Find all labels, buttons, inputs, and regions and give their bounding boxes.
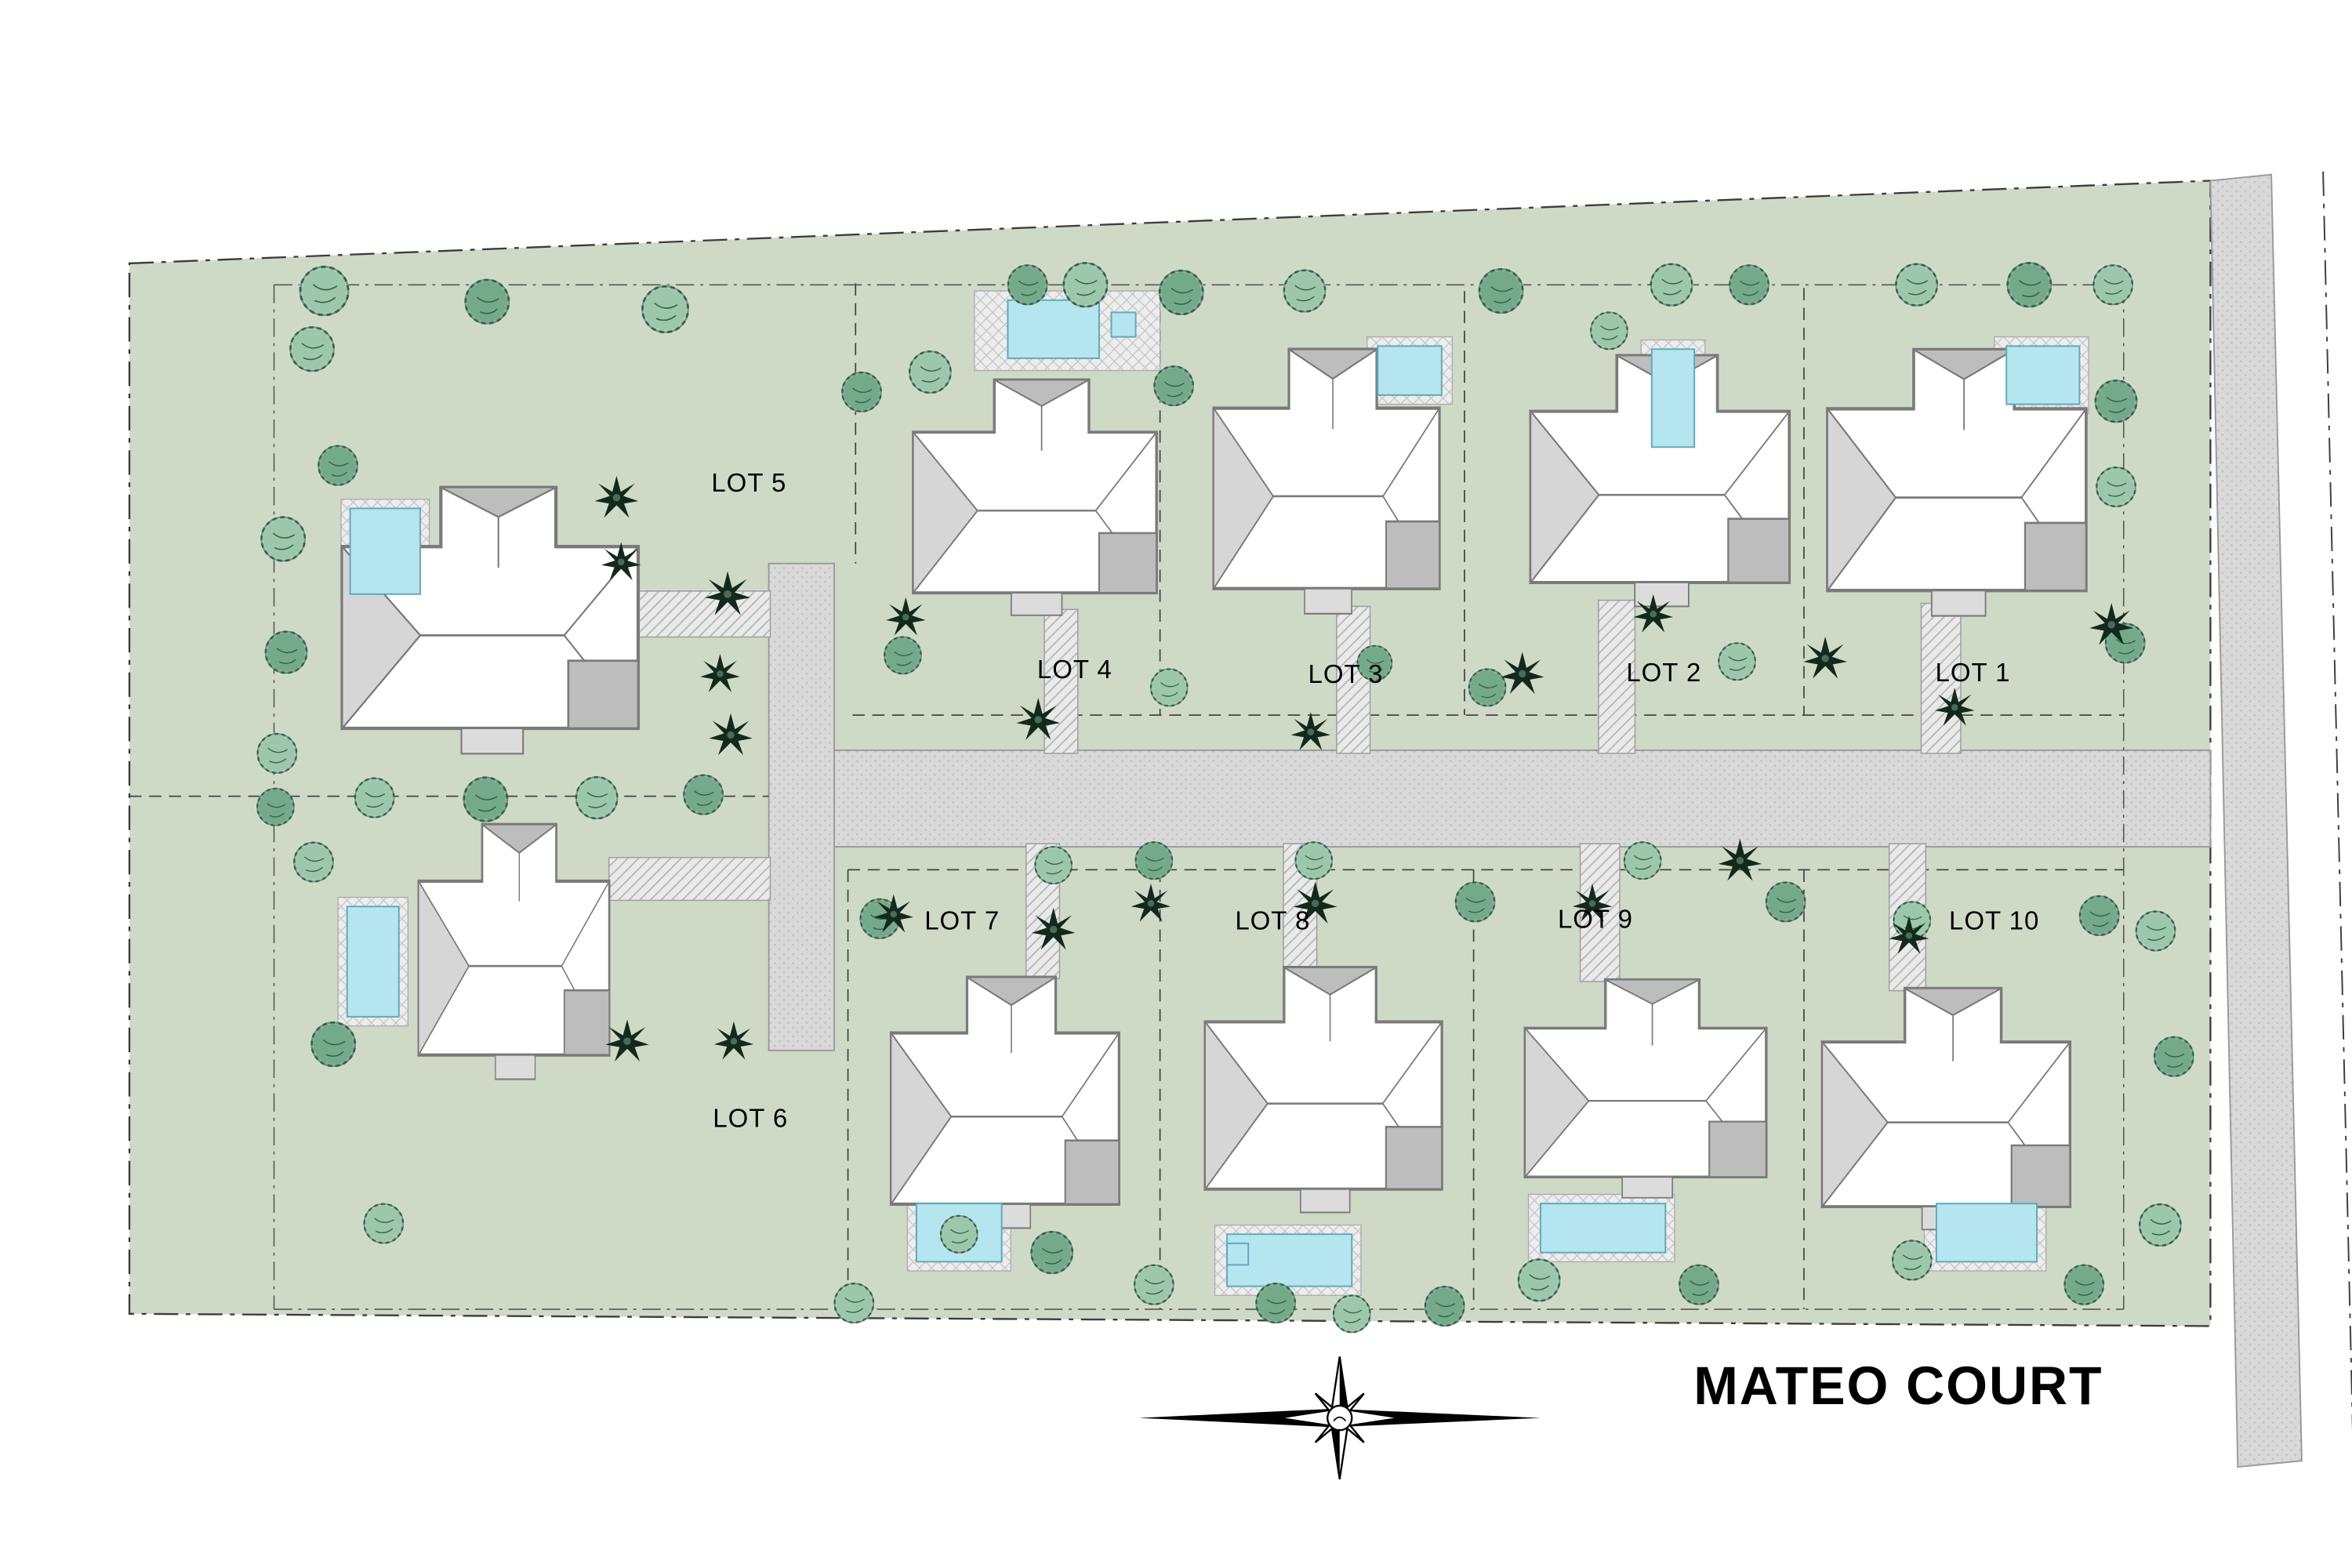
- tree-icon: [466, 280, 509, 324]
- tree-icon: [355, 779, 394, 818]
- lot-label-3: LOT 3: [1308, 660, 1384, 689]
- pool: [2005, 345, 2081, 405]
- driveway: [1598, 599, 1636, 754]
- tree-icon: [1008, 265, 1047, 304]
- tree-icon: [2064, 1265, 2103, 1305]
- tree-icon: [1064, 263, 1107, 307]
- tree-icon: [1032, 1232, 1073, 1273]
- tree-icon: [1284, 270, 1325, 312]
- tree-icon: [2096, 467, 2136, 506]
- tree-icon: [266, 632, 307, 673]
- tree-icon: [318, 446, 358, 485]
- right-of-way-line: [2322, 171, 2352, 1432]
- tree-icon: [2096, 380, 2136, 422]
- tree-icon: [1589, 310, 1629, 351]
- tree-icon: [1149, 667, 1189, 708]
- tree-icon: [1519, 1259, 1559, 1301]
- tree-icon: [835, 1283, 874, 1323]
- pool: [349, 507, 421, 595]
- driveway: [1920, 602, 1962, 754]
- driveway: [635, 590, 771, 638]
- tree-icon: [300, 267, 348, 315]
- tree-icon: [1766, 882, 1806, 921]
- spa: [1226, 1242, 1250, 1266]
- lot-label-2: LOT 2: [1626, 659, 1701, 688]
- mateo-court-road: [768, 562, 2212, 1051]
- pool: [1650, 348, 1696, 448]
- driveway: [1044, 608, 1079, 754]
- tree-icon: [312, 1022, 355, 1066]
- tree-icon: [290, 327, 333, 371]
- lot-label-5: LOT 5: [711, 469, 786, 498]
- tree-icon: [294, 843, 333, 882]
- tree-icon: [2140, 1204, 2180, 1246]
- tree-icon: [464, 778, 507, 822]
- lot-label-7: LOT 7: [924, 906, 1000, 935]
- tree-icon: [1456, 882, 1495, 921]
- tree-icon: [1622, 840, 1663, 881]
- street-right: [2209, 171, 2352, 1468]
- lot-label-10: LOT 10: [1949, 906, 2039, 935]
- compass-rose-icon: [1138, 1356, 1541, 1479]
- tree-icon: [1294, 840, 1334, 881]
- tree-icon: [1651, 264, 1692, 306]
- pool: [1935, 1203, 2038, 1263]
- tree-icon: [883, 635, 923, 676]
- tree-icon: [642, 286, 688, 332]
- tree-icon: [1332, 1294, 1372, 1334]
- tree-icon: [909, 351, 950, 393]
- tree-icon: [576, 777, 617, 818]
- pool: [1377, 345, 1443, 396]
- driveways: [608, 590, 1962, 992]
- tree-icon: [1425, 1287, 1465, 1326]
- tree-icon: [261, 517, 304, 561]
- tree-icon: [684, 775, 723, 815]
- spa: [1110, 311, 1137, 338]
- tree-icon: [2154, 1037, 2194, 1076]
- pool: [1007, 299, 1100, 360]
- tree-icon: [1679, 1265, 1719, 1305]
- tree-icon: [2080, 896, 2119, 935]
- lot-label-8: LOT 8: [1235, 906, 1310, 935]
- pool: [346, 906, 400, 1018]
- tree-icon: [842, 372, 881, 412]
- lot-label-9: LOT 9: [1558, 906, 1633, 935]
- tree-icon: [1134, 840, 1174, 881]
- lot-label-6: LOT 6: [713, 1104, 788, 1133]
- tree-icon: [2008, 263, 2051, 307]
- tree-icon: [256, 786, 296, 827]
- page-title: MATEO COURT: [1693, 1356, 2103, 1416]
- driveway: [608, 856, 771, 902]
- tree-icon: [1893, 1241, 1932, 1280]
- tree-icon: [1033, 845, 1073, 885]
- tree-icon: [1154, 366, 1193, 405]
- tree-icon: [1160, 270, 1203, 314]
- tree-icon: [258, 734, 297, 773]
- tree-icon: [1467, 667, 1508, 708]
- pool: [1540, 1203, 1667, 1254]
- tree-icon: [1479, 269, 1523, 313]
- tree-icon: [939, 1214, 979, 1254]
- tree-icon: [2093, 265, 2132, 304]
- lot-label-1: LOT 1: [1936, 659, 2011, 688]
- lot-label-4: LOT 4: [1037, 655, 1112, 684]
- tree-icon: [1730, 265, 1769, 304]
- tree-icon: [1256, 1283, 1295, 1323]
- tree-icon: [1717, 641, 1757, 682]
- tree-icon: [1896, 264, 1936, 306]
- tree-icon: [1134, 1265, 1174, 1305]
- tree-icon: [365, 1204, 404, 1243]
- tree-icon: [2136, 912, 2176, 951]
